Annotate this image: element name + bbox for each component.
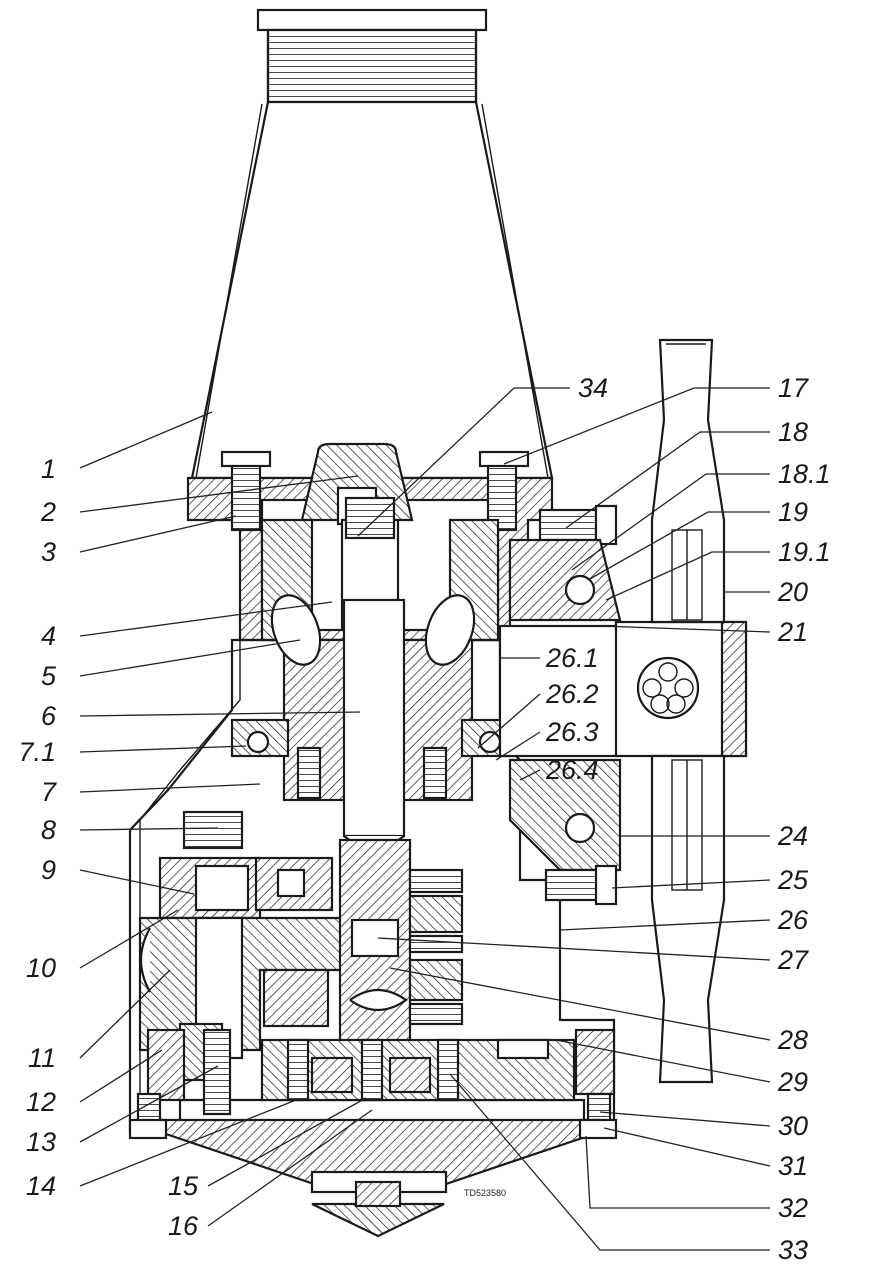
part-label-21: 21 — [777, 617, 808, 647]
part-label-14: 14 — [26, 1171, 56, 1201]
part-label-3: 3 — [41, 537, 56, 567]
part-label-34: 34 — [578, 373, 608, 403]
part-label-26-3: 26.3 — [545, 717, 599, 747]
agitator-drive — [498, 504, 748, 906]
part-label-30: 30 — [778, 1111, 808, 1141]
part-label-19-1: 19.1 — [778, 537, 831, 567]
part-label-4: 4 — [41, 621, 56, 651]
part-label-33: 33 — [778, 1235, 808, 1264]
part-label-18: 18 — [778, 417, 808, 447]
part-label-12: 12 — [26, 1087, 56, 1117]
part-label-26-2: 26.2 — [545, 679, 599, 709]
part-label-11: 11 — [28, 1043, 56, 1073]
part-label-10: 10 — [26, 953, 56, 983]
part-label-13: 13 — [26, 1127, 56, 1157]
gear-section — [136, 810, 616, 1126]
part-label-20: 20 — [777, 577, 808, 607]
part-label-8: 8 — [41, 815, 56, 845]
part-label-29: 29 — [777, 1067, 808, 1097]
reservoir — [190, 8, 554, 480]
part-label-16: 16 — [168, 1211, 199, 1241]
part-label-7-1: 7.1 — [18, 737, 56, 767]
drawing-code: TD523580 — [464, 1188, 506, 1198]
part-label-15: 15 — [168, 1171, 199, 1201]
part-label-26: 26 — [777, 905, 809, 935]
part-label-9: 9 — [41, 855, 56, 885]
part-label-18-1: 18.1 — [778, 459, 831, 489]
part-label-28: 28 — [777, 1025, 808, 1055]
part-label-32: 32 — [778, 1193, 808, 1223]
part-label-25: 25 — [777, 865, 809, 895]
part-label-24: 24 — [777, 821, 808, 851]
leader-lines — [79, 387, 771, 1251]
part-label-17: 17 — [778, 373, 809, 403]
part-label-2: 2 — [40, 497, 56, 527]
part-label-6: 6 — [41, 701, 57, 731]
agitator-blade — [650, 338, 726, 1084]
part-label-19: 19 — [778, 497, 808, 527]
part-label-1: 1 — [41, 454, 56, 484]
part-label-5: 5 — [41, 661, 57, 691]
part-label-27: 27 — [777, 945, 809, 975]
part-label-26-4: 26.4 — [545, 755, 599, 785]
part-label-31: 31 — [778, 1151, 808, 1181]
part-labels: 1 2 3 4 5 6 7.1 7 8 9 10 11 12 13 14 15 … — [18, 373, 830, 1264]
part-label-7: 7 — [41, 777, 57, 807]
base-plate-and-outlet — [128, 1118, 618, 1238]
part-label-26-1: 26.1 — [545, 643, 599, 673]
